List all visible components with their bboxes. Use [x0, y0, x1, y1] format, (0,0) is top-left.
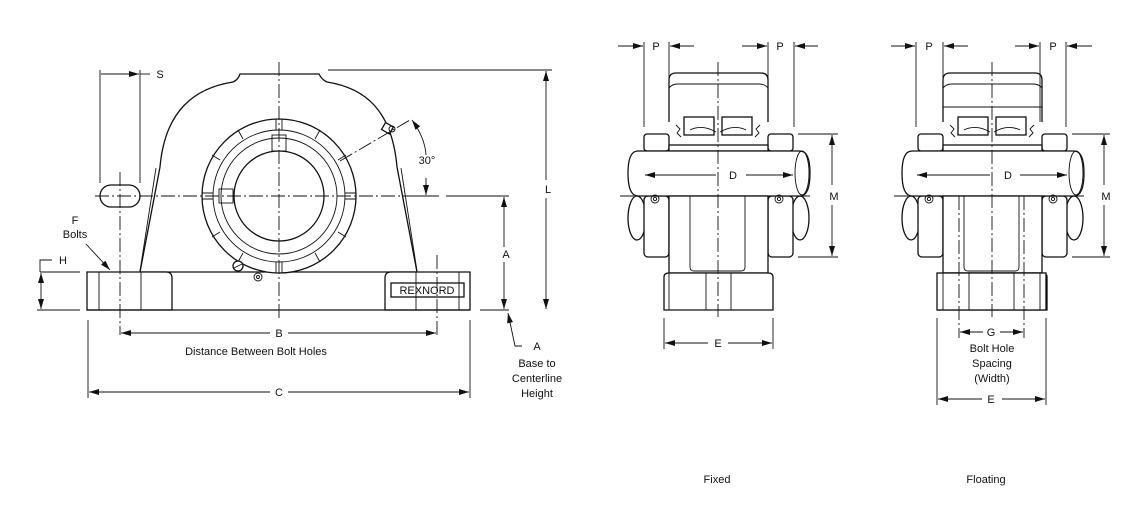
fixed-caption: Fixed — [704, 474, 731, 486]
g-note-line-1: Bolt Hole — [970, 343, 1015, 355]
right-foot — [384, 271, 471, 311]
ring-slots — [202, 119, 356, 273]
fixed-dim-p-right: P — [776, 41, 783, 53]
floating-view: P P D M G Bolt Hole Spacing (Width) E Fl… — [891, 41, 1111, 486]
front-view: REXNORD — [37, 62, 562, 400]
left-foot — [86, 271, 173, 311]
floating-caption: Floating — [966, 474, 1005, 486]
angle-label: 30° — [419, 155, 436, 167]
a-note-label: A — [533, 341, 541, 353]
fixed-view: P P D M E Fixed — [618, 41, 839, 486]
floating-dim-e: E — [987, 394, 994, 406]
dim-b-label: B — [275, 328, 282, 340]
g-note-line-3: (Width) — [974, 373, 1009, 385]
f-label: F — [72, 215, 79, 227]
floating-dim-m: M — [1101, 191, 1110, 203]
dim-s-label: S — [156, 69, 163, 81]
floating-dim-p-right: P — [1049, 41, 1056, 53]
floating-dim-d: D — [1004, 170, 1012, 182]
dim-a-label: A — [502, 249, 510, 261]
brand-plate — [390, 282, 465, 298]
bolts-label: Bolts — [63, 229, 88, 241]
a-note-line-2: Centerline — [512, 373, 562, 385]
g-note-line-2: Spacing — [972, 358, 1012, 370]
fixed-dim-p-left: P — [652, 41, 659, 53]
fixed-dim-d: D — [729, 170, 737, 182]
dim-h-label: H — [59, 255, 67, 267]
floating-dim-g: G — [987, 327, 996, 339]
grease-fitting-icon — [380, 121, 396, 135]
dim-l-label: L — [545, 184, 551, 196]
fixed-dim-e: E — [714, 338, 721, 350]
a-note-line-1: Base to — [518, 358, 555, 370]
floating-dim-p-left: P — [925, 41, 932, 53]
brand-plate-text: REXNORD — [399, 285, 454, 297]
b-caption: Distance Between Bolt Holes — [185, 346, 327, 358]
a-note-line-3: Height — [521, 388, 553, 400]
fixed-dim-m: M — [829, 191, 838, 203]
dim-c-label: C — [275, 387, 283, 399]
